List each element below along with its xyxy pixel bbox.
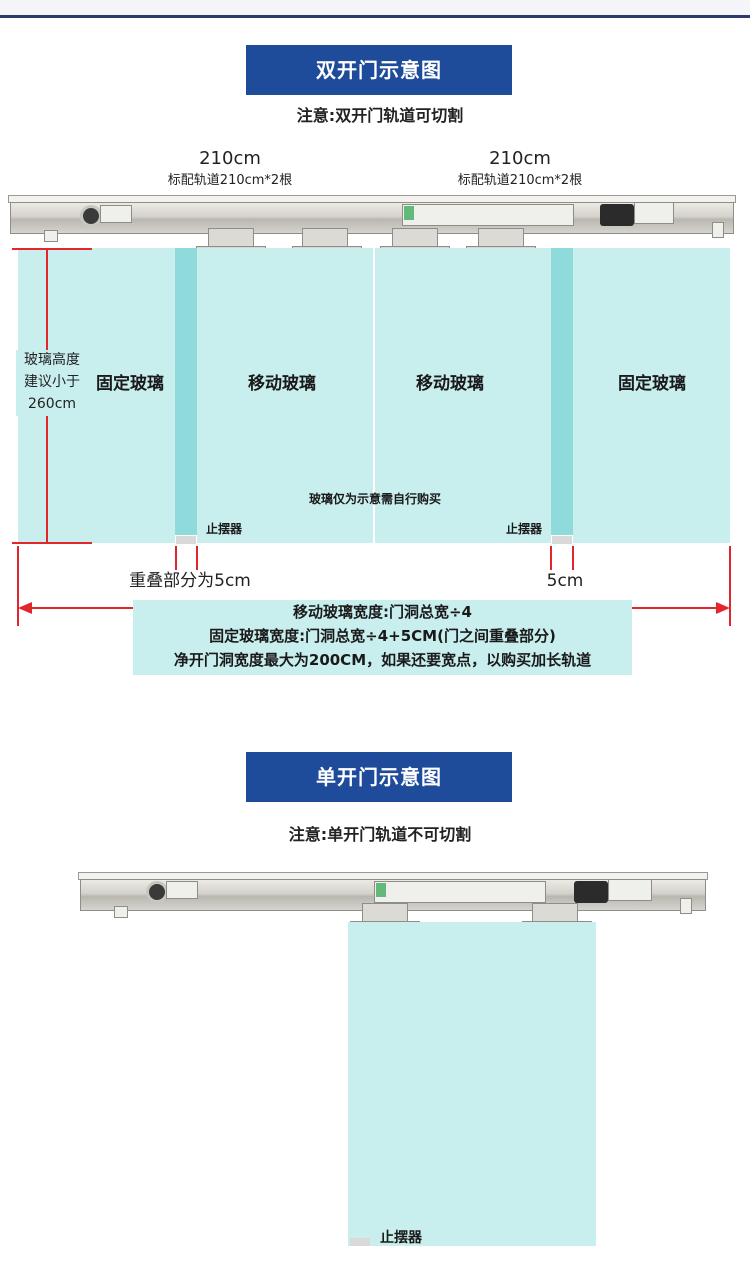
width-arrow-left-icon <box>18 602 32 614</box>
single-stopper-label: 止摆器 <box>380 1230 422 1246</box>
single-hanger-1 <box>362 903 408 923</box>
left-pulley-bracket <box>100 205 132 223</box>
stopper-left <box>176 536 196 544</box>
height-label-line1: 玻璃高度 <box>24 352 80 368</box>
fixed-glass-right-label: 固定玻璃 <box>618 374 686 394</box>
overlap-left-label: 重叠部分为5cm <box>129 571 251 591</box>
double-door-note: 注意:双开门轨道可切割 <box>296 106 464 125</box>
single-hanger-2 <box>532 903 578 923</box>
height-label-bg <box>16 350 86 416</box>
hanger-1 <box>208 228 254 248</box>
formula-moving-width: 移动玻璃宽度:门洞总宽÷4 <box>292 603 472 621</box>
controller-box <box>402 204 574 226</box>
left-pulley-icon <box>80 205 102 227</box>
right-end-cap <box>712 222 724 238</box>
single-glass-panel <box>348 922 596 1246</box>
height-dim-top <box>12 248 92 250</box>
height-label-line2: 建议小于 <box>24 374 80 390</box>
stopper-right-label: 止摆器 <box>506 522 543 536</box>
overlap-right-tick-1 <box>550 546 552 570</box>
fixed-glass-left-label: 固定玻璃 <box>96 374 164 394</box>
moving-glass-right <box>375 248 551 543</box>
width-dim-line-left <box>30 607 160 609</box>
single-motor-icon <box>574 881 608 903</box>
track-right-spec: 标配轨道210cm*2根 <box>457 173 583 188</box>
width-dim-right-end <box>729 546 731 626</box>
hanger-4 <box>478 228 524 248</box>
single-stopper <box>350 1238 370 1246</box>
formula-max-opening: 净开门洞宽度最大为200CM，如果还要宽点，以购买加长轨道 <box>173 651 592 669</box>
motor-housing <box>634 202 674 224</box>
overlap-right-tick-2 <box>572 546 574 570</box>
height-dim-bottom <box>12 542 92 544</box>
top-header-strip <box>0 0 750 18</box>
formula-fixed-width: 固定玻璃宽度:门洞总宽÷4+5CM(门之间重叠部分) <box>209 627 556 645</box>
track-right-length: 210cm <box>489 148 551 169</box>
single-controller-box <box>374 881 546 903</box>
single-controller-terminal <box>376 883 386 897</box>
stopper-left-label: 止摆器 <box>206 522 243 536</box>
fixed-glass-left-edge <box>175 248 197 535</box>
overlap-left-tick-1 <box>175 546 177 570</box>
single-left-end-cap <box>114 906 128 918</box>
single-door-note: 注意:单开门轨道不可切割 <box>288 825 472 844</box>
fixed-glass-right-edge <box>551 248 573 535</box>
double-door-title: 双开门示意图 <box>246 45 512 95</box>
fixed-glass-right <box>573 248 730 543</box>
overlap-left-tick-2 <box>196 546 198 570</box>
moving-glass-left-label: 移动玻璃 <box>248 374 316 394</box>
width-dim-left-end <box>17 546 19 626</box>
single-pulley-bracket <box>166 881 198 899</box>
hanger-3 <box>392 228 438 248</box>
motor-icon <box>600 204 634 226</box>
left-end-cap <box>44 230 58 242</box>
hanger-2 <box>302 228 348 248</box>
single-motor-housing <box>608 879 652 901</box>
glass-purchase-note: 玻璃仅为示意需自行购买 <box>308 492 441 506</box>
stopper-right <box>552 536 572 544</box>
moving-glass-left <box>197 248 373 543</box>
width-dim-line-right <box>590 607 718 609</box>
single-pulley-icon <box>146 881 168 903</box>
track-left-spec: 标配轨道210cm*2根 <box>167 173 293 188</box>
height-label-line3: 260cm <box>27 396 77 412</box>
moving-glass-right-label: 移动玻璃 <box>416 374 484 394</box>
overlap-right-label: 5cm <box>546 571 584 591</box>
controller-terminal <box>404 206 414 220</box>
track-left-length: 210cm <box>199 148 261 169</box>
formula-box: 移动玻璃宽度:门洞总宽÷4 固定玻璃宽度:门洞总宽÷4+5CM(门之间重叠部分)… <box>133 600 632 675</box>
single-right-end-cap <box>680 898 692 914</box>
width-arrow-right-icon <box>716 602 730 614</box>
single-door-title: 单开门示意图 <box>246 752 512 802</box>
